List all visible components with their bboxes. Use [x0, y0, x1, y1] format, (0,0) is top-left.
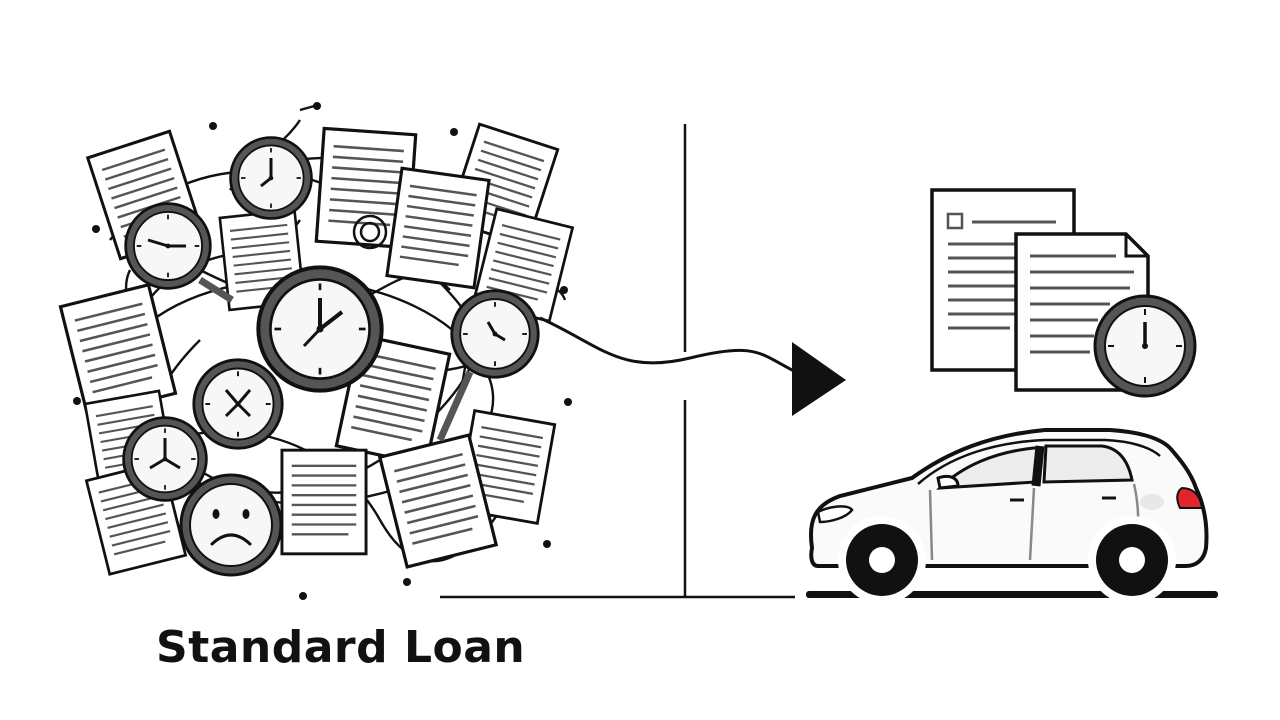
- simple-paperwork-group: [930, 188, 1197, 398]
- divider: [440, 124, 795, 599]
- clock-icon: [229, 136, 313, 220]
- rear-wheel: [1088, 516, 1176, 604]
- chaotic-paperwork-cluster: [58, 102, 575, 600]
- clock-icon: [124, 202, 234, 303]
- arrow-icon: [539, 316, 846, 416]
- clock-icon: [258, 267, 381, 390]
- rear-window: [1042, 444, 1134, 484]
- front-wheel: [838, 516, 926, 604]
- clock-icon: [192, 358, 284, 450]
- ring-icon: [352, 214, 388, 250]
- tail-light: [1176, 486, 1204, 509]
- standard-loan-label: Standard Loan: [156, 622, 526, 673]
- clock-icon: [1093, 294, 1197, 398]
- clock-icon: [436, 289, 540, 442]
- scatter-dots: [73, 102, 572, 600]
- clock-icon: [122, 416, 208, 502]
- sad-face-icon: [179, 473, 283, 577]
- car-icon: [806, 428, 1218, 604]
